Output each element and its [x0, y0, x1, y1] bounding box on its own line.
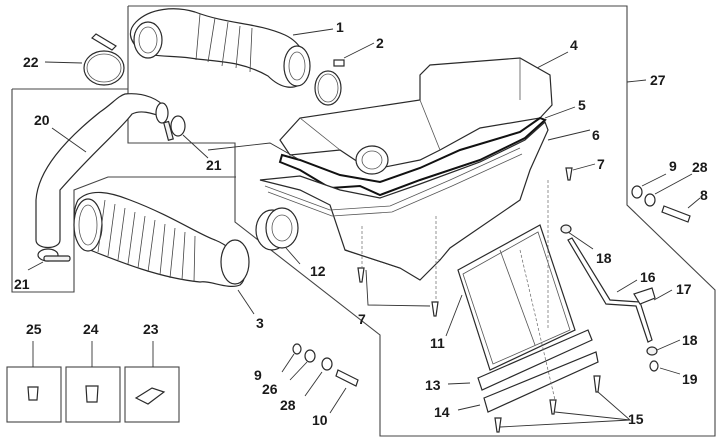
callout-14: 14: [434, 404, 450, 420]
corrugated-hose-part: [73, 191, 250, 287]
callout-28-lower: 28: [280, 397, 296, 413]
drain-plug-part: [649, 360, 659, 372]
filter-plate-part: [477, 329, 593, 391]
filter-box-cover-part: [279, 57, 553, 175]
callout-2: 2: [376, 35, 384, 51]
retaining-plate-part: [483, 351, 599, 413]
leader-lines: [27, 28, 701, 428]
callout-20: 20: [34, 112, 50, 128]
washer-28-right: [644, 193, 656, 207]
filter-element-part: [457, 224, 576, 371]
clip-18-lower-part: [646, 346, 658, 356]
cover-gasket-part: [278, 116, 547, 197]
callout-6: 6: [592, 127, 600, 143]
callout-10: 10: [312, 412, 328, 428]
breather-hose-end: [155, 102, 169, 124]
hose-clip-21-lower-part: [37, 248, 71, 262]
callout-19: 19: [682, 371, 698, 387]
box-25: [6, 366, 62, 423]
pipe-bracket-part: [633, 287, 656, 305]
callout-17: 17: [676, 281, 692, 297]
bolt-10-part: [335, 369, 359, 387]
subframe-breather-box: [11, 89, 236, 293]
callout-22: 22: [23, 54, 39, 70]
callout-11: 11: [430, 335, 445, 351]
callout-13: 13: [425, 377, 441, 393]
washer-26: [304, 349, 316, 363]
screws-15-part: [494, 375, 601, 433]
screw-7-left: [357, 267, 365, 283]
callout-8: 8: [700, 187, 708, 203]
callout-5: 5: [578, 97, 586, 113]
washer-28-lower: [321, 357, 333, 371]
callout-7-lower: 7: [358, 311, 366, 327]
washer-9-lower: [292, 343, 302, 355]
callout-4: 4: [570, 37, 578, 53]
callout-18-lower: 18: [682, 332, 698, 348]
callout-23: 23: [143, 321, 159, 337]
callout-25: 25: [26, 321, 42, 337]
callout-9-lower: 9: [254, 367, 262, 383]
bushing-25-part: [27, 386, 39, 401]
bushing-24-part: [85, 385, 99, 403]
callout-21-upper: 21: [206, 157, 222, 173]
drain-pipe-part: [567, 237, 653, 343]
screw-7-right: [565, 167, 573, 181]
callout-12: 12: [310, 263, 326, 279]
sleeve-part: [255, 207, 299, 251]
clip-nut-23-part: [134, 387, 166, 405]
box-24: [65, 366, 121, 423]
callout-7-right: 7: [597, 156, 605, 172]
callout-27: 27: [650, 72, 666, 88]
callout-15: 15: [628, 411, 644, 427]
callout-18-upper: 18: [596, 250, 612, 266]
callout-21-lower: 21: [14, 276, 30, 292]
callout-1: 1: [336, 19, 344, 35]
callout-24: 24: [83, 321, 99, 337]
screw-7-lower: [431, 301, 439, 317]
callout-28-right: 28: [692, 159, 708, 175]
clip-18-upper-part: [560, 224, 572, 234]
assembly-line: [519, 249, 556, 401]
intake-duct-part: [129, 8, 311, 88]
bolt-8-part: [661, 205, 691, 223]
hose-clamp-22-part: [83, 33, 125, 86]
callout-9-right: 9: [669, 158, 677, 174]
washer-9-right: [631, 185, 643, 199]
callout-26: 26: [262, 381, 278, 397]
hose-clamp-2-part: [314, 59, 345, 106]
hose-clip-21-part: [163, 115, 186, 141]
box-23: [124, 366, 180, 423]
callout-16: 16: [640, 269, 656, 285]
assembly-frame: [127, 5, 716, 437]
filter-box-housing-part: [259, 120, 549, 281]
callout-3: 3: [256, 315, 264, 331]
